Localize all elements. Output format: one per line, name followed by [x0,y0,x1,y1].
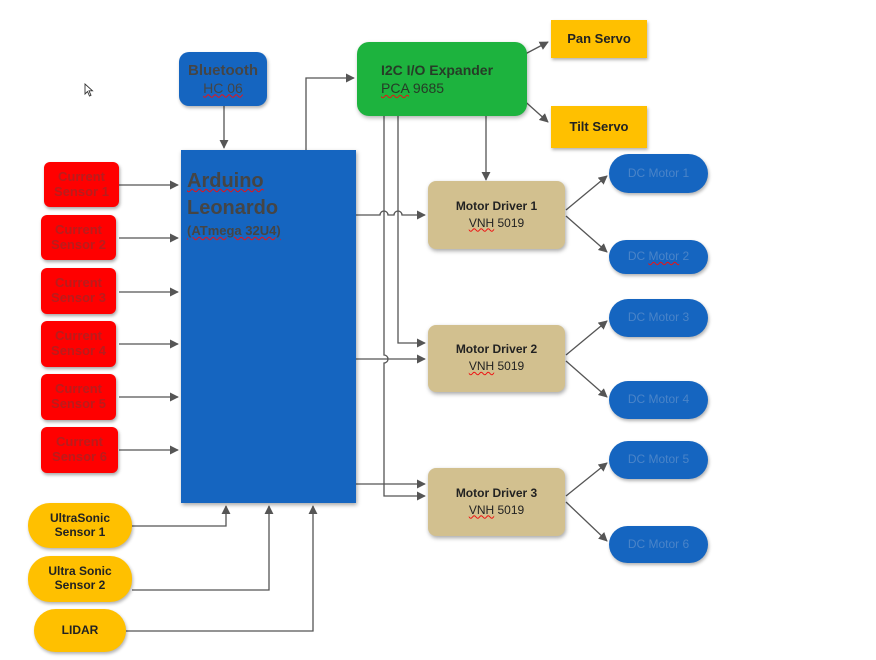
connector-driver2-motor4 [565,360,608,398]
dc-motor-5: DC Motor 5 [609,441,708,479]
connector-driver3-motor5 [565,462,608,497]
connector-expander-driver2 [397,116,426,348]
ultrasonic-label: Ultra Sonic [48,564,112,579]
connector-driver1-motor1 [565,175,608,211]
arduino-title-line2: Leonardo [187,197,279,219]
dc-motor-label: DC Motor 6 [627,536,690,551]
dc-motor-label: DC Motor 3 [627,310,690,325]
current-sensor-label: Current [56,434,103,450]
ultrasonic-sensor-1: UltraSonic Sensor 1 [28,503,132,548]
current-sensor-2: Current Sensor 2 [41,215,116,260]
driver-title: Motor Driver 2 [455,342,538,357]
current-sensor-5: Current Sensor 5 [41,374,116,420]
dc-motor-3: DC Motor 3 [609,299,708,337]
current-sensor-label: Current [55,275,102,291]
current-sensor-index: Sensor 3 [51,290,106,305]
ultrasonic-label: UltraSonic [49,510,110,525]
connector-expander-driver3 [383,116,426,501]
pan-servo: Pan Servo [551,20,647,58]
i2c-expander: I2C I/O Expander PCA 9685 [357,42,527,116]
dc-motor-6: DC Motor 6 [609,526,708,563]
connector-lidar [126,505,318,632]
connector-ultrasonic-2 [132,505,274,591]
arduino-chip: (ATmega 32U4) [187,223,281,238]
tilt-servo: Tilt Servo [551,106,647,148]
ultrasonic-sensor-2: Ultra Sonic Sensor 2 [28,556,132,602]
current-sensor-index: Sensor 1 [54,183,109,199]
motor-driver-3: Motor Driver 3 VNH 5019 [428,468,565,536]
current-sensor-6: Current Sensor 6 [41,427,118,473]
tilt-servo-label: Tilt Servo [569,118,629,134]
connector-driver2-motor3 [565,320,608,356]
current-sensor-index: Sensor 4 [51,343,106,358]
current-sensor-label: Current [55,328,102,344]
expander-title: I2C I/O Expander [381,61,494,78]
dc-motor-label: DC Motor 4 [627,392,690,407]
driver-chip: VNH 5019 [468,215,525,230]
ultrasonic-index: Sensor 1 [54,524,106,539]
dc-motor-label: DC Motor 1 [627,165,690,180]
current-sensor-label: Current [55,381,102,397]
dc-motor-label: DC Motor 5 [627,452,690,467]
dc-motor-4: DC Motor 4 [609,381,708,419]
driver-chip: VNH 5019 [468,502,525,517]
bluetooth-module: Bluetooth HC 06 [179,52,267,106]
current-sensor-index: Sensor 5 [51,396,106,411]
ultrasonic-index: Sensor 2 [54,578,106,592]
current-sensor-label: Current [55,221,102,237]
motor-driver-2: Motor Driver 2 VNH 5019 [428,325,565,392]
driver-chip: VNH 5019 [468,359,525,373]
current-sensor-index: Sensor 6 [52,449,107,464]
arduino-title-line1: Arduino [187,170,264,192]
mouse-cursor-icon [84,83,94,97]
driver-title: Motor Driver 3 [455,485,538,500]
lidar-label: LIDAR [61,622,99,637]
current-sensor-4: Current Sensor 4 [41,321,116,367]
connector-arduino-expander [305,73,355,150]
dc-motor-2: DC Motor 2 [609,240,708,274]
pan-servo-label: Pan Servo [567,30,631,46]
lidar-sensor: LIDAR [34,609,126,652]
connector-driver1-motor2 [565,215,608,253]
bluetooth-label: Bluetooth [188,62,258,80]
connector-ultrasonic-1 [132,505,231,527]
connector-arduino-driver1 [356,210,426,220]
dc-motor-1: DC Motor 1 [609,154,708,193]
current-sensor-3: Current Sensor 3 [41,268,116,314]
current-sensor-1: Current Sensor 1 [44,162,119,207]
current-sensor-index: Sensor 2 [51,236,106,252]
current-sensor-label: Current [58,168,105,184]
dc-motor-label: DC Motor 2 [627,249,690,264]
arduino-block: Arduino Leonardo (ATmega 32U4) [181,150,356,503]
expander-chip: PCA 9685 [381,80,445,96]
motor-driver-1: Motor Driver 1 VNH 5019 [428,181,565,249]
connector-driver3-motor6 [565,501,608,542]
driver-title: Motor Driver 1 [455,198,538,213]
bluetooth-model: HC 06 [203,79,243,96]
